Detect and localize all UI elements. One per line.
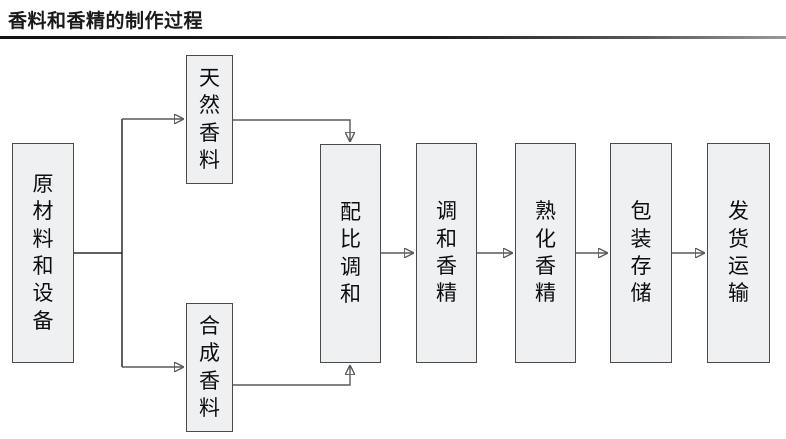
edge-natural-to-ratio bbox=[233, 119, 350, 141]
node-matured-essence[interactable]: 熟 化 香 精 bbox=[515, 143, 576, 363]
node-raw-materials[interactable]: 原 材 料 和 设 备 bbox=[12, 143, 74, 363]
node-ratio-blending[interactable]: 配 比 调 和 bbox=[320, 144, 381, 363]
node-label: 包 装 存 储 bbox=[630, 199, 652, 306]
node-synthetic-spices[interactable]: 合 成 香 料 bbox=[186, 303, 233, 432]
node-label: 熟 化 香 精 bbox=[535, 199, 556, 306]
node-label: 调 和 香 精 bbox=[436, 199, 457, 306]
edge-synthetic-to-ratio bbox=[233, 366, 350, 386]
page-title: 香料和香精的制作过程 bbox=[8, 10, 204, 32]
node-label: 发 货 运 输 bbox=[728, 199, 749, 306]
node-label: 合 成 香 料 bbox=[199, 313, 220, 420]
node-label: 配 比 调 和 bbox=[340, 199, 361, 306]
node-natural-spices[interactable]: 天 然 香 料 bbox=[186, 55, 233, 184]
node-label: 天 然 香 料 bbox=[199, 65, 220, 172]
node-blended-essence[interactable]: 调 和 香 精 bbox=[416, 143, 477, 363]
node-packaging-storage[interactable]: 包 装 存 储 bbox=[610, 143, 672, 363]
node-shipping-transport[interactable]: 发 货 运 输 bbox=[707, 143, 770, 363]
title-divider bbox=[0, 36, 786, 39]
node-label: 原 材 料 和 设 备 bbox=[32, 172, 54, 333]
